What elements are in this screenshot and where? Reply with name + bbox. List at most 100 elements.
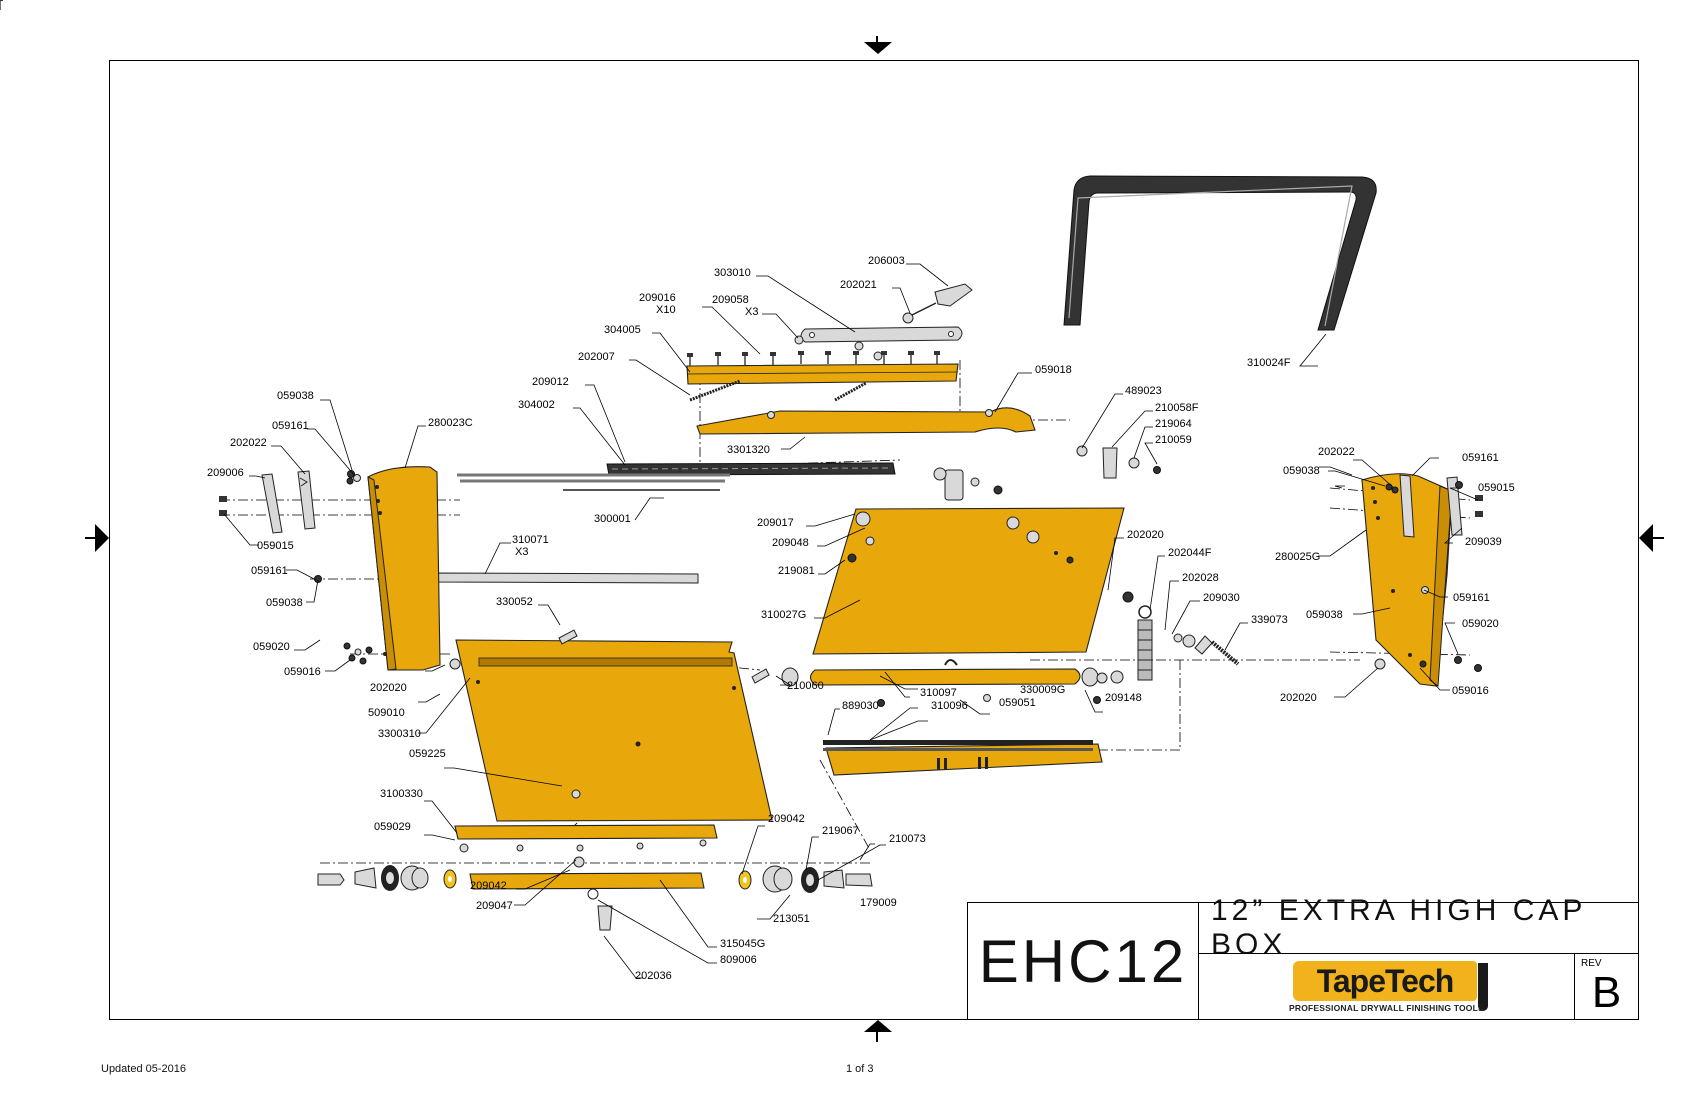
part-label: 315045G [720, 938, 765, 950]
part-label: 3301320 [727, 444, 770, 456]
logo-hook-icon [1478, 962, 1488, 1011]
revision-value: B [1591, 968, 1622, 1017]
updated-date: Updated 05-2016 [101, 1063, 187, 1075]
part-label: 059038 [277, 390, 314, 402]
revision-label: REV [1581, 958, 1602, 969]
part-label: 210059 [1155, 434, 1192, 446]
part-label: 209047 [476, 900, 513, 912]
part-label: 809006 [720, 954, 757, 966]
drawing-title: 12” EXTRA HIGH CAP BOX [1198, 894, 1639, 961]
part-label: 059016 [284, 666, 321, 678]
part-label: 3300310 [378, 728, 421, 740]
part-label: 202028 [1182, 572, 1219, 584]
part-label: 210058F [1155, 402, 1199, 414]
part-label: 209039 [1465, 536, 1502, 548]
part-label: 339073 [1251, 614, 1288, 626]
brand-logo-cell: TapeTech PROFESSIONAL DRYWALL FINISHING … [1198, 953, 1575, 1020]
part-202044F-spring [1122, 591, 1240, 681]
leader-lines [223, 263, 1479, 979]
part-310024F-bail-handle [1063, 175, 1377, 331]
part-label: 202021 [840, 279, 877, 291]
part-label: 330009G [1020, 684, 1065, 696]
part-315045G-bottom-bar [469, 856, 705, 931]
part-label: 210073 [889, 833, 926, 845]
part-label: 310096 [931, 700, 968, 712]
part-label: 059020 [253, 641, 290, 653]
part-label: 330052 [496, 596, 533, 608]
part-206003-clip [902, 283, 973, 324]
part-label: 202036 [635, 970, 672, 982]
part-label: 202020 [1280, 692, 1317, 704]
part-label: 280025G [1275, 551, 1320, 563]
part-label: 059225 [409, 748, 446, 760]
part-label: 209016 [639, 292, 676, 304]
center-marker-bottom-stem [876, 1028, 878, 1042]
part-3100330-rail [454, 824, 718, 853]
part-label: 219081 [778, 565, 815, 577]
left-fasteners [219, 470, 461, 670]
part-label: 202044F [1168, 547, 1212, 559]
part-label: 310097 [920, 687, 957, 699]
part-label: 209012 [532, 376, 569, 388]
part-310097-front-blade [823, 740, 1103, 776]
part-label: 303010 [714, 267, 751, 279]
part-label: 209030 [1203, 592, 1240, 604]
part-489023-latch [1076, 445, 1161, 479]
part-label: 310024F [1247, 357, 1291, 369]
part-label: 209048 [772, 537, 809, 549]
brand-tagline: PROFESSIONAL DRYWALL FINISHING TOOLS [1289, 1002, 1484, 1013]
part-label: X3 [515, 546, 528, 558]
part-304002-blade-bar [457, 462, 896, 491]
part-label: X3 [745, 306, 758, 318]
center-marker-left-stem [85, 537, 99, 539]
center-marker-top [864, 42, 892, 54]
part-label: 304005 [604, 324, 641, 336]
part-label: 179009 [860, 897, 897, 909]
part-label: 310027G [761, 609, 806, 621]
tapetech-logo: TapeTech PROFESSIONAL DRYWALL FINISHING … [1279, 959, 1494, 1015]
part-label: 209042 [768, 813, 805, 825]
part-label: 304002 [518, 399, 555, 411]
part-label: 280023C [428, 417, 473, 429]
part-label: 059016 [1452, 685, 1489, 697]
part-label: 206003 [868, 255, 905, 267]
part-label: 059038 [1283, 465, 1320, 477]
screws-209016 [0, 0, 941, 367]
part-label: 202022 [1318, 446, 1355, 458]
part-label: 213051 [773, 913, 810, 925]
model-number: EHC12 [967, 902, 1199, 1020]
part-280025G-right-end-plate [1361, 473, 1453, 687]
drawing-border [109, 60, 1639, 1020]
part-label: 210060 [787, 680, 824, 692]
part-304005-blade-holder [686, 363, 959, 385]
part-label: 202020 [1127, 529, 1164, 541]
part-label: 3100330 [380, 788, 423, 800]
revision-cell: REV B [1574, 953, 1639, 1020]
part-label: X10 [656, 304, 676, 316]
part-label: 209042 [470, 880, 507, 892]
part-280023C-left-end-plate [367, 466, 441, 671]
part-310071-rods [429, 572, 699, 584]
center-marker-top-stem [876, 36, 878, 50]
center-marker-right [1639, 524, 1653, 552]
part-303010-bar [800, 326, 963, 343]
part-label: 209148 [1105, 692, 1142, 704]
part-label: 202022 [230, 437, 267, 449]
part-label: 209058 [712, 294, 749, 306]
part-label: 059051 [999, 697, 1036, 709]
center-marker-bottom [864, 1020, 892, 1032]
part-label: 202020 [370, 682, 407, 694]
part-label: 059161 [1453, 592, 1490, 604]
part-3300310-bottom-blade [455, 639, 773, 822]
part-label: 310071 [512, 534, 549, 546]
part-209006-clamp [261, 470, 316, 534]
part-label: 059018 [1035, 364, 1072, 376]
axle-right-assembly [738, 865, 873, 893]
page-number: 1 of 3 [846, 1063, 874, 1075]
part-label: 059029 [374, 821, 411, 833]
part-330009G-roller [781, 659, 1124, 707]
part-label: 059015 [1478, 482, 1515, 494]
part-label: 202007 [578, 351, 615, 363]
part-label: 059015 [257, 540, 294, 552]
part-330052-pin [558, 629, 770, 684]
